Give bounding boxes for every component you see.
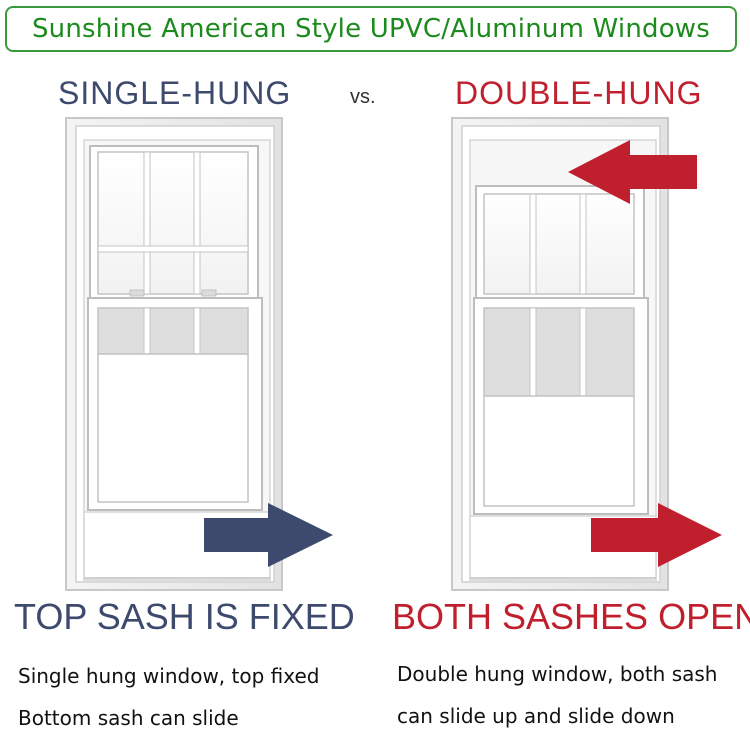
- banner-title: Sunshine American Style UPVC/Aluminum Wi…: [31, 14, 711, 44]
- single-bottom-sash: [87, 297, 263, 511]
- single-description-line1: Single hung window, top fixed: [18, 664, 320, 688]
- single-top-sash: [89, 145, 259, 299]
- double-hung-heading: DOUBLE-HUNG: [455, 75, 703, 111]
- title-banner: Sunshine American Style UPVC/Aluminum Wi…: [5, 6, 737, 52]
- double-description-line1: Double hung window, both sash: [397, 662, 718, 686]
- double-bottom-sash: [473, 297, 649, 515]
- single-hung-window: [65, 117, 283, 591]
- double-arrow-right-icon: [591, 503, 722, 567]
- double-top-sash: [475, 185, 645, 299]
- versus-label: vs.: [350, 86, 376, 108]
- single-caption: TOP SASH IS FIXED: [14, 596, 355, 637]
- double-arrow-left-icon: [568, 140, 697, 204]
- double-description-line2: can slide up and slide down: [397, 704, 675, 728]
- single-description-line2: Bottom sash can slide: [18, 706, 239, 730]
- double-caption: BOTH SASHES OPEN: [392, 596, 750, 637]
- single-hung-heading: SINGLE-HUNG: [58, 75, 292, 111]
- single-arrow-right-icon: [204, 503, 333, 567]
